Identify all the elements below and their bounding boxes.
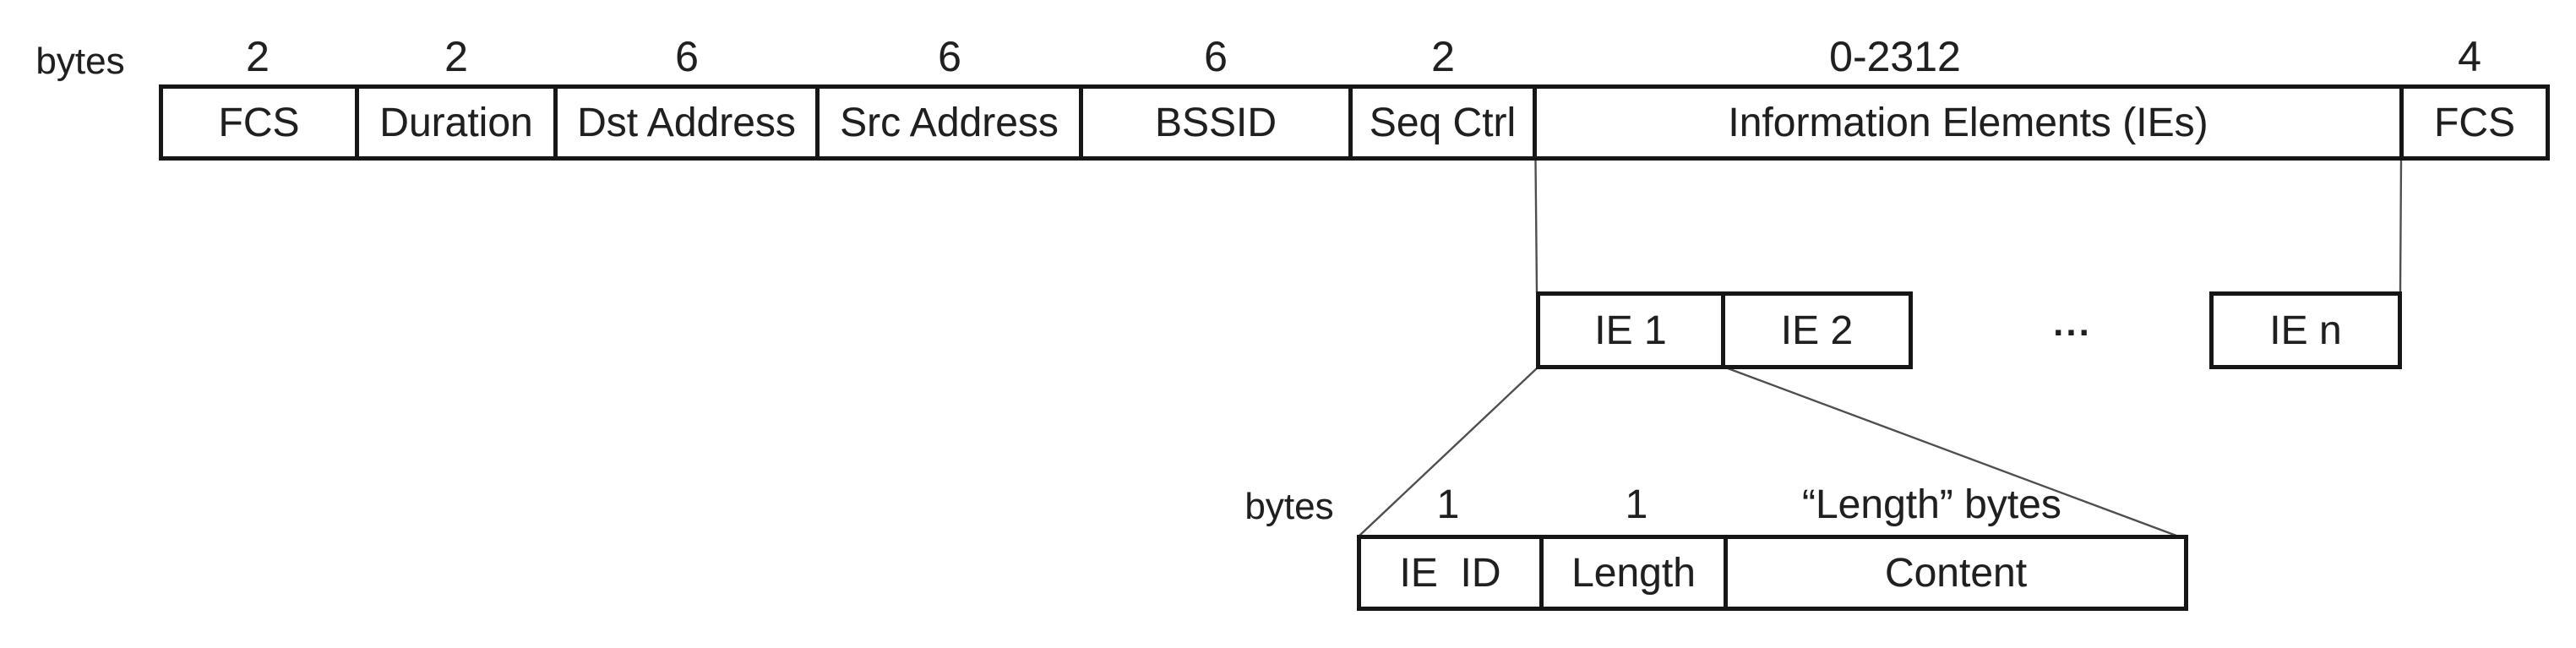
size-label-ie-id: 1 <box>1436 482 1460 527</box>
ie-field-box-id: IE ID <box>1361 539 1544 607</box>
field-box-fcs-leading: FCS <box>163 89 359 156</box>
ie-sequence-ellipsis: ... <box>2053 302 2092 344</box>
connector-ies-right-line <box>2399 160 2403 293</box>
ie-sequence-row: IE 1 IE 2 <box>1536 291 1913 369</box>
size-label-fcs-leading: 2 <box>246 33 270 80</box>
size-label-ies: 0-2312 <box>1829 33 1961 80</box>
size-label-fcs-trailing: 4 <box>2458 33 2481 80</box>
size-label-ie-length: 1 <box>1625 482 1648 527</box>
bytes-unit-label-top: bytes <box>35 41 125 82</box>
field-box-dst-address: Dst Address <box>558 89 820 156</box>
ie-box-1: IE 1 <box>1540 296 1725 365</box>
field-box-seq-ctrl: Seq Ctrl <box>1353 89 1537 156</box>
ie-field-box-length: Length <box>1544 539 1728 607</box>
ie-field-box-content: Content <box>1728 539 2184 607</box>
size-label-duration: 2 <box>444 33 468 80</box>
size-label-dst-address: 6 <box>675 33 699 80</box>
bytes-unit-label-bottom: bytes <box>1244 486 1334 527</box>
size-label-seq-ctrl: 2 <box>1431 33 1455 80</box>
field-box-duration: Duration <box>359 89 558 156</box>
field-box-src-address: Src Address <box>820 89 1083 156</box>
size-label-ie-content: “Length” bytes <box>1802 482 2061 527</box>
frame-field-row: FCS Duration Dst Address Src Address BSS… <box>159 84 2550 161</box>
field-box-bssid: BSSID <box>1083 89 1353 156</box>
field-box-information-elements: Information Elements (IEs) <box>1537 89 2404 156</box>
ie-box-2: IE 2 <box>1725 296 1909 365</box>
field-box-fcs-trailing: FCS <box>2404 89 2546 156</box>
size-label-bssid: 6 <box>1204 33 1228 80</box>
ie-detail-row: IE ID Length Content <box>1357 535 2188 611</box>
ie-box-n: IE n <box>2209 291 2402 369</box>
connector-ies-left-line <box>1534 160 1539 293</box>
size-label-src-address: 6 <box>938 33 961 80</box>
